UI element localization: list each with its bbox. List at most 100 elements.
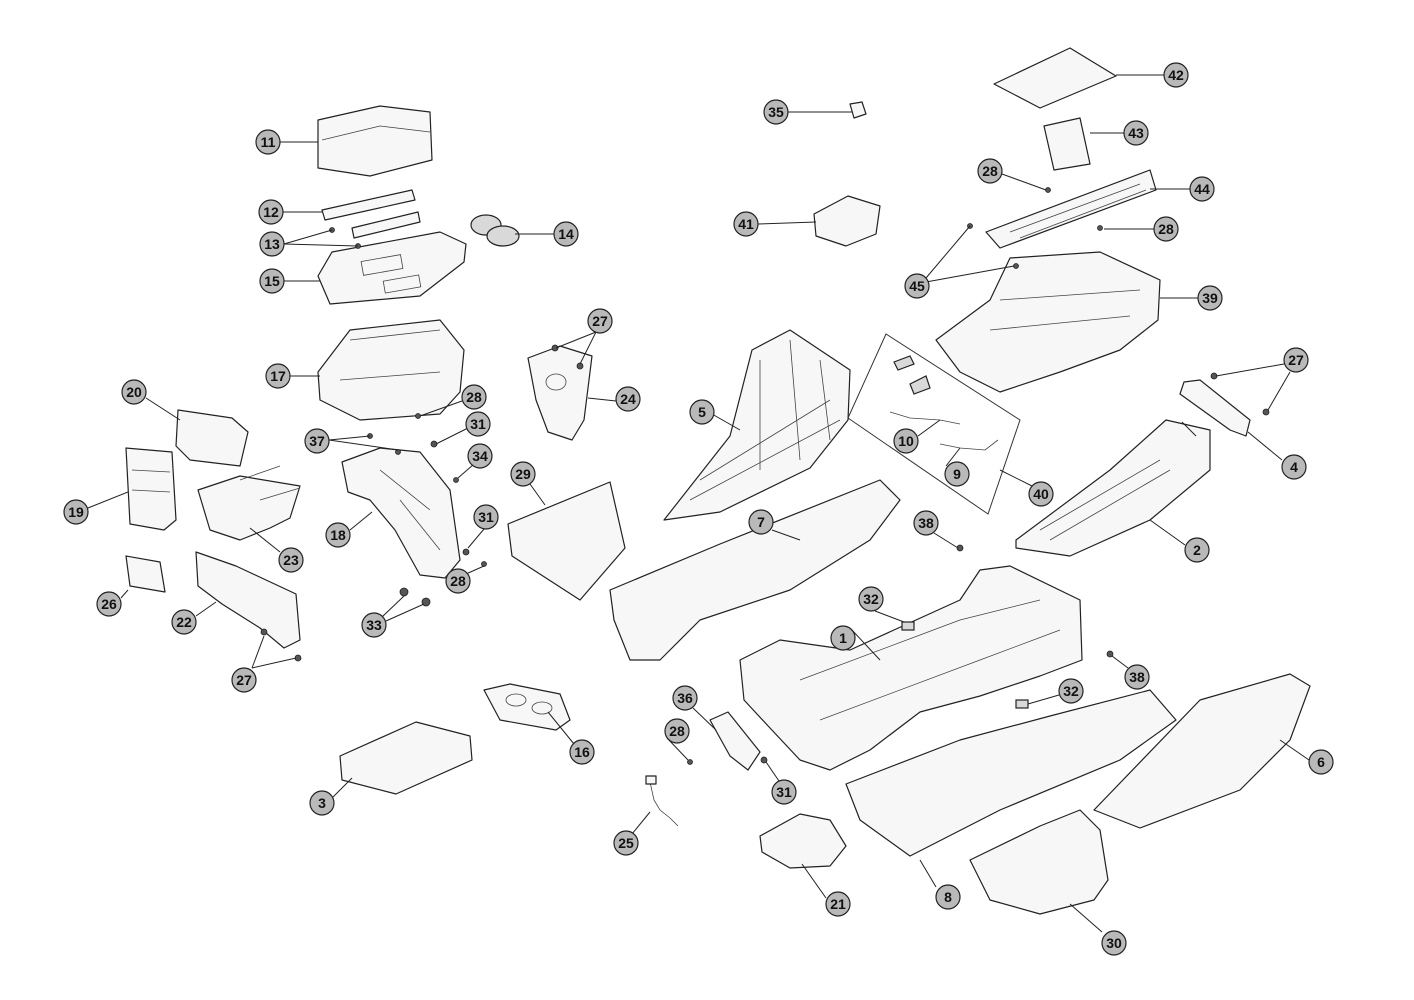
callout-23: 23 [278, 547, 304, 573]
part-storage-bin [759, 813, 847, 869]
screw-icon [481, 561, 487, 567]
part-side-carpet [1093, 673, 1311, 829]
callout-43: 43 [1123, 120, 1149, 146]
leader-line [467, 528, 485, 549]
svg-text:1: 1 [839, 630, 847, 646]
callout-9: 9 [944, 461, 970, 487]
callout-19: 19 [63, 499, 89, 525]
leader-line [1111, 655, 1129, 669]
callout-16: 16 [569, 739, 595, 765]
callout-26: 26 [96, 591, 122, 617]
leader-line [381, 595, 405, 618]
svg-text:30: 30 [1106, 935, 1122, 951]
svg-text:15: 15 [264, 273, 280, 289]
nut-icon [1106, 650, 1114, 658]
leader-line [917, 419, 941, 437]
leader-line [999, 469, 1033, 487]
svg-text:4: 4 [1290, 459, 1298, 475]
svg-text:6: 6 [1317, 754, 1325, 770]
leader-line [579, 331, 597, 365]
part-center-trim [507, 481, 626, 601]
callout-1: 1 [830, 625, 856, 651]
callout-layer: 1 2 3 4 5 6 7 8 9 10 11 12 13 14 15 16 1… [63, 62, 1334, 956]
part-retaining-clip [849, 101, 867, 119]
callout-25: 25 [613, 830, 639, 856]
part-top-bezel [317, 231, 467, 305]
svg-text:28: 28 [982, 163, 998, 179]
leader-line [919, 859, 937, 888]
svg-text:5: 5 [698, 404, 706, 420]
leader-line [1069, 903, 1103, 933]
leader-line [1247, 431, 1283, 461]
svg-text:29: 29 [515, 466, 531, 482]
leader-lines [87, 74, 1310, 933]
svg-text:31: 31 [470, 416, 486, 432]
svg-text:16: 16 [574, 744, 590, 760]
bolt-icon [399, 587, 409, 597]
part-lower-front-trim [969, 809, 1109, 915]
callout-32-lower: 32 [1058, 678, 1084, 704]
callout-39: 39 [1197, 285, 1223, 311]
nut-icon [551, 344, 559, 352]
svg-text:9: 9 [953, 466, 961, 482]
svg-text:41: 41 [738, 216, 754, 232]
leader-line [332, 777, 353, 798]
svg-text:45: 45 [909, 278, 925, 294]
svg-text:13: 13 [264, 236, 280, 252]
svg-text:19: 19 [68, 504, 84, 520]
part-mat-disc-right [486, 225, 520, 247]
leader-line [145, 397, 181, 421]
leader-line [251, 657, 297, 669]
part-switch-upper [893, 355, 915, 371]
svg-text:36: 36 [677, 690, 693, 706]
callout-27-end-bracket: 27 [1283, 347, 1309, 373]
leader-line [249, 527, 281, 553]
part-rail-cover [1015, 419, 1211, 557]
svg-text:38: 38 [918, 515, 934, 531]
leader-line [195, 601, 217, 617]
callout-31-bracket: 31 [473, 504, 499, 530]
leader-line [925, 265, 1015, 283]
part-wire-harness [649, 781, 679, 827]
callout-24: 24 [615, 386, 641, 412]
part-vent-unit [175, 409, 249, 467]
part-harness-connector [645, 775, 657, 785]
callout-37: 37 [304, 428, 330, 454]
svg-text:32: 32 [863, 591, 879, 607]
svg-text:28: 28 [450, 573, 466, 589]
leader-line [631, 811, 651, 835]
part-armrest-lid [317, 105, 433, 177]
callout-35: 35 [763, 99, 789, 125]
screw-icon [687, 759, 693, 765]
part-cup-sleeve [1043, 117, 1091, 171]
part-cupholder-insert [483, 683, 571, 731]
svg-text:14: 14 [558, 226, 574, 242]
part-armrest-body [935, 251, 1161, 393]
callout-32-upper: 32 [858, 586, 884, 612]
screw-icon [1045, 187, 1051, 193]
leader-line [1001, 173, 1047, 191]
part-label-plate [125, 555, 166, 593]
part-lower-side-trim [609, 479, 901, 661]
svg-text:38: 38 [1129, 669, 1145, 685]
leader-line [757, 221, 817, 225]
part-bin-mat [985, 169, 1157, 249]
svg-text:21: 21 [830, 896, 846, 912]
callout-15: 15 [259, 268, 285, 294]
leader-line [385, 603, 425, 622]
callout-27-front-bezel: 27 [587, 308, 613, 334]
callout-6: 6 [1308, 749, 1334, 775]
svg-text:28: 28 [669, 723, 685, 739]
group-frame-40 [847, 333, 1021, 515]
svg-text:40: 40 [1033, 486, 1049, 502]
svg-text:12: 12 [263, 204, 279, 220]
clip-icon [1015, 699, 1029, 709]
leader-line [801, 863, 827, 899]
part-support-bracket [341, 447, 461, 579]
leader-line [251, 635, 265, 669]
leader-line [945, 447, 961, 467]
svg-text:28: 28 [466, 389, 482, 405]
svg-text:24: 24 [620, 391, 636, 407]
callout-17: 17 [265, 363, 291, 389]
part-upper-housing [317, 319, 465, 421]
